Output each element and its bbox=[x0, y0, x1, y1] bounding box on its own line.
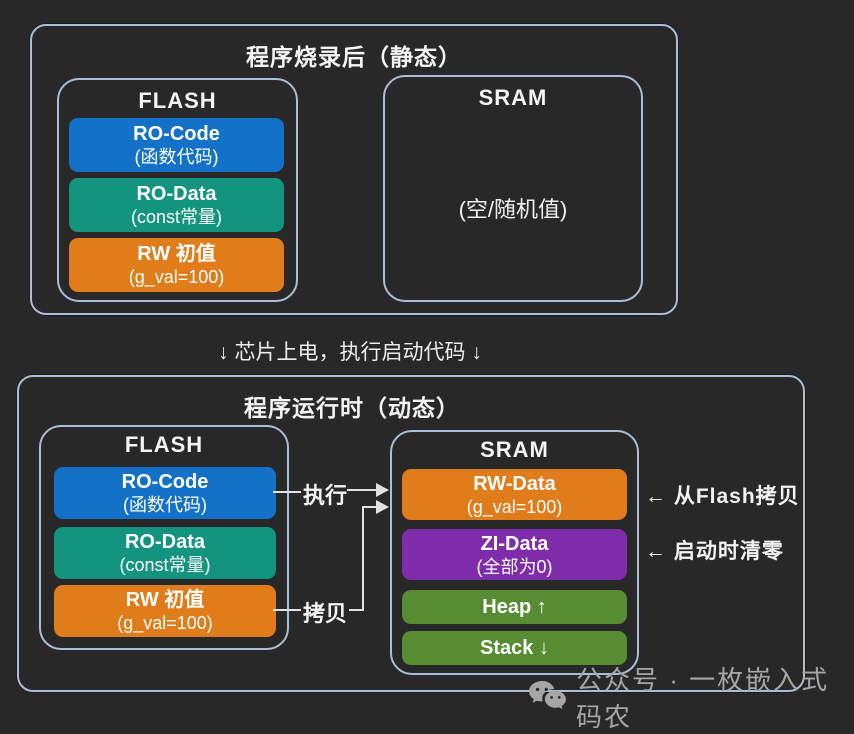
copy-arrow-label: 拷贝 bbox=[303, 601, 348, 626]
execute-arrowhead-icon bbox=[376, 483, 389, 497]
flash-label-static: FLASH bbox=[138, 88, 217, 113]
memory-layout-diagram: 程序烧录后（静态） FLASH RO-Code (函数代码) RO-Data (… bbox=[17, 24, 827, 732]
execute-arrow-label: 执行 bbox=[303, 483, 348, 508]
copy-line-end bbox=[362, 506, 377, 508]
copy-line-vertical bbox=[362, 507, 364, 611]
block-title: RW-Data bbox=[473, 472, 556, 495]
heap-block: Heap ↑ bbox=[402, 590, 627, 624]
sram-label-runtime: SRAM bbox=[480, 437, 549, 462]
block-subtitle: (全部为0) bbox=[476, 556, 553, 577]
copy-arrowhead-icon bbox=[376, 500, 389, 514]
block-title: RO-Data bbox=[124, 531, 205, 553]
panel-runtime: 程序运行时（动态） FLASH RO-Code (函数代码) RO-Data (… bbox=[17, 375, 805, 692]
execute-line-end bbox=[347, 489, 377, 491]
rw-init-block-static: RW 初值 (g_val=100) bbox=[69, 238, 284, 292]
block-title: Stack ↓ bbox=[480, 636, 549, 659]
flash-box-static: FLASH RO-Code (函数代码) RO-Data (const常量) R… bbox=[57, 78, 298, 302]
panel-runtime-title: 程序运行时（动态） bbox=[244, 395, 460, 421]
ro-code-block-runtime: RO-Code (函数代码) bbox=[54, 467, 276, 519]
ro-data-block-runtime: RO-Data (const常量) bbox=[54, 527, 276, 579]
block-title: Heap ↑ bbox=[482, 595, 547, 618]
ro-code-block-static: RO-Code (函数代码) bbox=[69, 118, 284, 172]
block-subtitle: (g_val=100) bbox=[128, 267, 225, 287]
block-subtitle: (g_val=100) bbox=[117, 613, 213, 633]
annotation-copy-from-flash: ← 从Flash拷贝 bbox=[645, 485, 800, 508]
sram-box-runtime: SRAM RW-Data (g_val=100) ZI-Data (全部为0) … bbox=[390, 430, 639, 675]
block-subtitle: (const常量) bbox=[119, 555, 211, 575]
stack-block: Stack ↓ bbox=[402, 631, 627, 665]
block-title: ZI-Data bbox=[480, 532, 549, 555]
panel-after-burn: 程序烧录后（静态） FLASH RO-Code (函数代码) RO-Data (… bbox=[30, 24, 678, 315]
block-subtitle: (函数代码) bbox=[123, 495, 207, 515]
wechat-icon bbox=[529, 681, 566, 710]
sram-label-static: SRAM bbox=[478, 85, 548, 110]
block-title: RO-Code bbox=[121, 471, 209, 493]
block-subtitle: (g_val=100) bbox=[466, 496, 563, 517]
block-subtitle: (函数代码) bbox=[134, 147, 219, 167]
block-title: RW 初值 bbox=[125, 589, 205, 611]
ro-data-block-static: RO-Data (const常量) bbox=[69, 178, 284, 232]
boot-transition-text: ↓ 芯片上电，执行启动代码 ↓ bbox=[218, 341, 482, 364]
rw-data-block: RW-Data (g_val=100) bbox=[402, 469, 627, 520]
copy-line-start bbox=[273, 609, 301, 611]
flash-box-runtime: FLASH RO-Code (函数代码) RO-Data (const常量) R… bbox=[39, 425, 289, 650]
watermark-text: 公众号 · 一枚嵌入式码农 bbox=[576, 665, 830, 732]
execute-line-start bbox=[273, 491, 301, 493]
flash-label-runtime: FLASH bbox=[124, 432, 204, 457]
zi-data-block: ZI-Data (全部为0) bbox=[402, 529, 627, 580]
block-title: RO-Code bbox=[133, 123, 220, 145]
rw-init-block-runtime: RW 初值 (g_val=100) bbox=[54, 585, 276, 637]
block-subtitle: (const常量) bbox=[130, 207, 222, 227]
sram-box-static: SRAM (空/随机值) bbox=[383, 75, 643, 302]
watermark: 公众号 · 一枚嵌入式码农 bbox=[528, 660, 854, 734]
block-title: RO-Data bbox=[136, 183, 217, 205]
block-title: RW 初值 bbox=[137, 243, 216, 265]
annotation-zero-on-boot: ← 启动时清零 bbox=[645, 540, 784, 563]
sram-empty-value: (空/随机值) bbox=[458, 197, 568, 222]
copy-line-horizontal bbox=[349, 609, 364, 611]
panel-after-burn-title: 程序烧录后（静态） bbox=[246, 44, 462, 70]
